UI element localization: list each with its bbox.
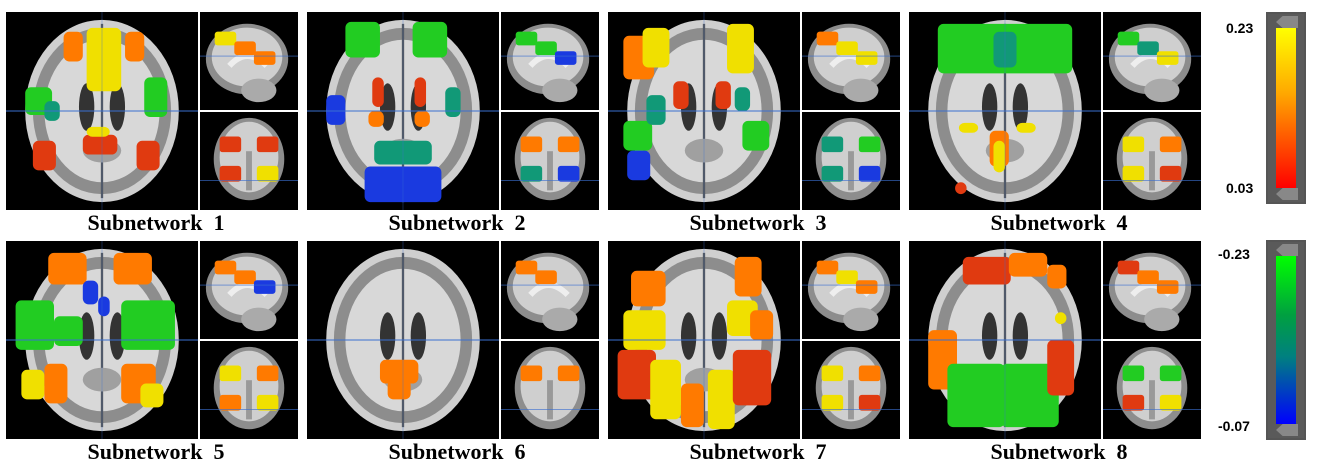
colorbar-positive (1266, 12, 1306, 204)
subnetwork-panel: Subnetwork 3 (608, 12, 908, 238)
coronal-view (501, 341, 599, 439)
subnetwork-panel: Subnetwork 5 (6, 241, 306, 467)
axial-slice (909, 12, 1101, 210)
sagittal-view (501, 12, 599, 110)
coronal-slice (802, 346, 900, 430)
sagittal-slice (1103, 23, 1201, 103)
axial-view (6, 12, 198, 210)
axial-slice (6, 241, 198, 439)
colorbar-negative-gradient (1276, 256, 1296, 424)
subnetwork-panel: Subnetwork 8 (909, 241, 1209, 467)
axial-view (608, 12, 800, 210)
axial-view (909, 241, 1101, 439)
axial-view (909, 12, 1101, 210)
sagittal-view (802, 241, 900, 339)
sagittal-view (200, 12, 298, 110)
coronal-slice (200, 346, 298, 430)
subnetwork-caption: Subnetwork 3 (689, 210, 827, 235)
subnetwork-caption: Subnetwork 7 (689, 439, 827, 464)
subnetwork-caption: Subnetwork 4 (990, 210, 1128, 235)
subnetwork-panel: Subnetwork 6 (307, 241, 607, 467)
colorbar-negative-max-label: -0.23 (1218, 246, 1250, 262)
coronal-view (802, 341, 900, 439)
colorbar-positive-max-label: 0.23 (1226, 20, 1254, 36)
sagittal-view (1103, 12, 1201, 110)
sagittal-view (200, 241, 298, 339)
coronal-view (501, 112, 599, 210)
axial-view (307, 12, 499, 210)
axial-view (6, 241, 198, 439)
subnetwork-panel: Subnetwork 1 (6, 12, 306, 238)
sagittal-slice (802, 23, 900, 103)
sagittal-slice (501, 252, 599, 332)
colorbar-positive-gradient (1276, 28, 1296, 188)
coronal-slice (1103, 346, 1201, 430)
coronal-slice (501, 346, 599, 430)
axial-view (307, 241, 499, 439)
coronal-view (1103, 112, 1201, 210)
subnetwork-caption: Subnetwork 8 (990, 439, 1128, 464)
coronal-view (200, 112, 298, 210)
axial-slice (909, 241, 1101, 439)
axial-slice (307, 12, 499, 210)
axial-slice (608, 241, 800, 439)
subnetwork-caption: Subnetwork 1 (87, 210, 225, 235)
subnetwork-panel: Subnetwork 2 (307, 12, 607, 238)
coronal-slice (802, 117, 900, 201)
colorbar-negative (1266, 240, 1306, 440)
sagittal-view (802, 12, 900, 110)
colorbar-positive-min-label: 0.03 (1226, 180, 1254, 196)
axial-slice (608, 12, 800, 210)
sagittal-view (501, 241, 599, 339)
sagittal-slice (200, 252, 298, 332)
subnetwork-panel: Subnetwork 4 (909, 12, 1209, 238)
subnetwork-panel: Subnetwork 7 (608, 241, 908, 467)
sagittal-slice (1103, 252, 1201, 332)
sagittal-slice (802, 252, 900, 332)
coronal-slice (200, 117, 298, 201)
subnetwork-caption: Subnetwork 2 (388, 210, 526, 235)
subnetwork-caption: Subnetwork 6 (388, 439, 526, 464)
coronal-view (1103, 341, 1201, 439)
coronal-view (802, 112, 900, 210)
axial-slice (307, 241, 499, 439)
sagittal-slice (501, 23, 599, 103)
axial-view (608, 241, 800, 439)
sagittal-view (1103, 241, 1201, 339)
coronal-slice (1103, 117, 1201, 201)
subnetwork-caption: Subnetwork 5 (87, 439, 225, 464)
sagittal-slice (200, 23, 298, 103)
coronal-slice (501, 117, 599, 201)
axial-slice (6, 12, 198, 210)
coronal-view (200, 341, 298, 439)
colorbar-negative-min-label: -0.07 (1218, 418, 1250, 434)
